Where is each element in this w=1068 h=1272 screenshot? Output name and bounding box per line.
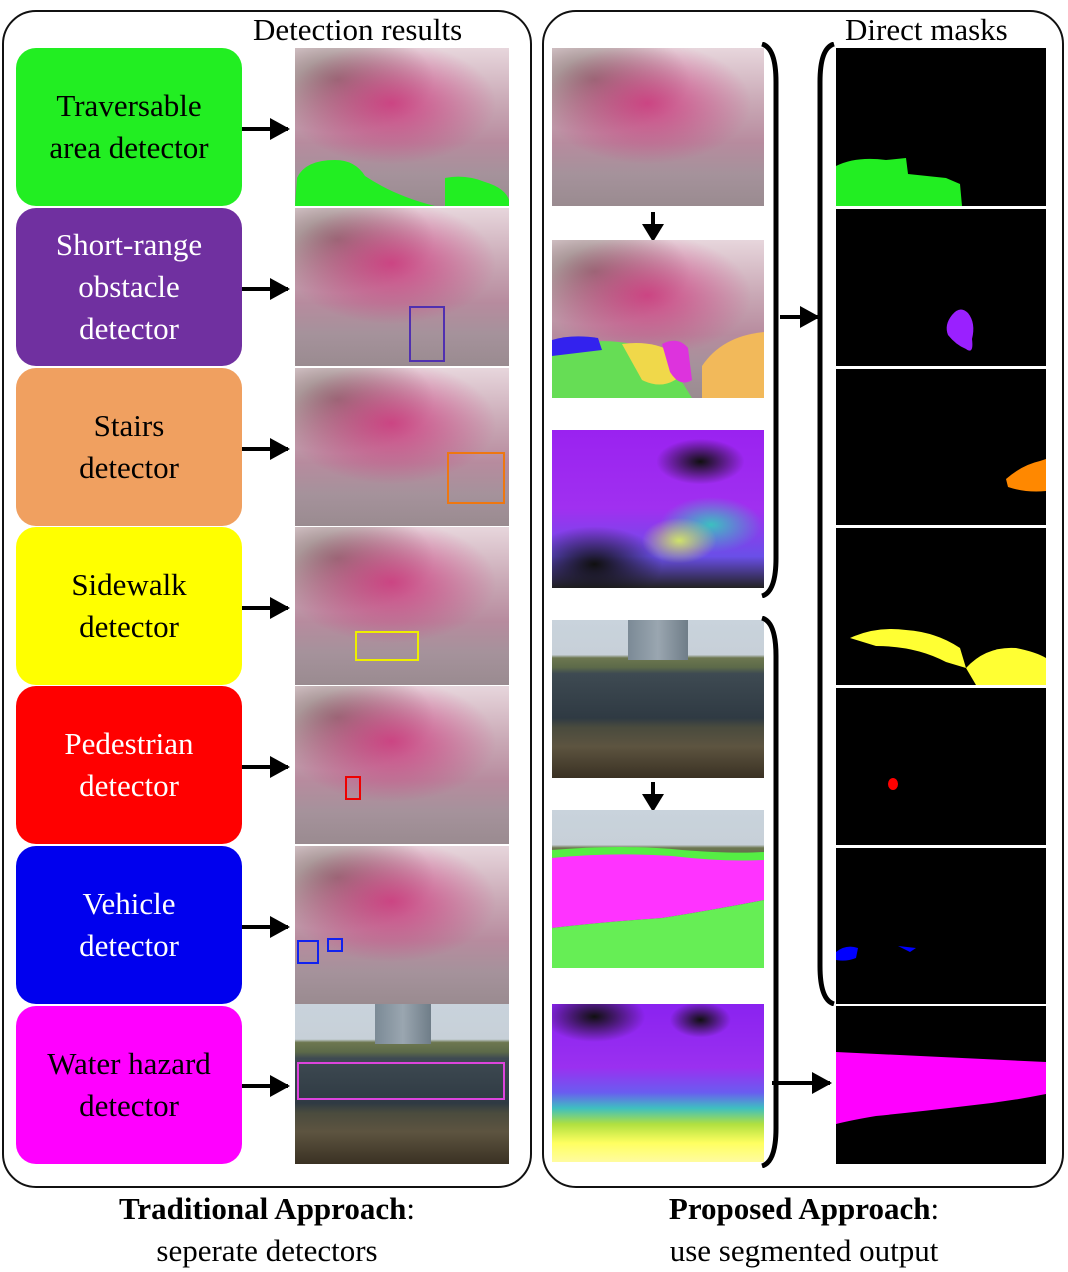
segmented-lake-image bbox=[552, 810, 764, 968]
arrow-down-lake bbox=[642, 782, 664, 812]
stairs-mask bbox=[836, 369, 1046, 525]
arrow-vehicle bbox=[242, 916, 290, 938]
vehicle-bounding-box-1 bbox=[297, 940, 319, 964]
sidewalk-detector: Sidewalk detector bbox=[16, 527, 242, 685]
pedestrian-result-image bbox=[295, 686, 509, 844]
water-bounding-box bbox=[297, 1062, 505, 1100]
sidewalk-bounding-box bbox=[355, 631, 419, 661]
arrow-to-masks bbox=[780, 306, 820, 328]
segmented-street-image bbox=[552, 240, 764, 398]
arrow-down-street bbox=[642, 212, 664, 242]
masks-group-bracket bbox=[817, 42, 835, 1006]
traditional-approach-label: Traditional Approach bbox=[118, 1191, 407, 1226]
arrow-sidewalk bbox=[242, 597, 290, 619]
sidewalk-result-image bbox=[295, 527, 509, 685]
traversable-mask bbox=[836, 48, 1046, 206]
traditional-approach-panel bbox=[2, 10, 532, 1188]
arrow-obstacle bbox=[242, 278, 290, 300]
stairs-detector: Stairs detector bbox=[16, 368, 242, 526]
input-street-image bbox=[552, 48, 764, 206]
pedestrian-mask bbox=[836, 688, 1046, 845]
pedestrian-detector: Pedestrian detector bbox=[16, 686, 242, 844]
depth-street-image bbox=[552, 430, 764, 588]
obstacle-mask bbox=[836, 209, 1046, 366]
short-range-obstacle-detector: Short-range obstacle detector bbox=[16, 208, 242, 366]
arrow-pedestrian bbox=[242, 756, 290, 778]
arrow-water bbox=[242, 1075, 290, 1097]
stairs-bounding-box bbox=[447, 452, 505, 504]
stairs-result-image bbox=[295, 368, 509, 526]
proposed-approach-panel bbox=[542, 10, 1064, 1188]
proposed-approach-label: Proposed Approach bbox=[668, 1191, 931, 1226]
arrow-to-water-mask bbox=[772, 1072, 832, 1094]
vehicle-detector: Vehicle detector bbox=[16, 846, 242, 1004]
water-result-image bbox=[295, 1004, 509, 1164]
vehicle-mask bbox=[836, 848, 1046, 1004]
vehicle-result-image bbox=[295, 846, 509, 1004]
segmented-output-label: use segmented output bbox=[669, 1232, 939, 1268]
street-group-bracket bbox=[761, 42, 779, 598]
obstacle-result-image bbox=[295, 208, 509, 366]
traditional-approach-caption: Traditional Approach: seperate detectors bbox=[0, 1188, 534, 1272]
direct-masks-title: Direct masks bbox=[845, 12, 1008, 47]
water-hazard-detector: Water hazard detector bbox=[16, 1006, 242, 1164]
obstacle-bounding-box bbox=[409, 306, 445, 362]
lake-group-bracket bbox=[761, 616, 779, 1168]
pedestrian-bounding-box bbox=[345, 776, 361, 800]
arrow-traversable bbox=[242, 118, 290, 140]
water-mask bbox=[836, 1006, 1046, 1164]
input-lake-image bbox=[552, 620, 764, 778]
arrow-stairs bbox=[242, 438, 290, 460]
traversable-result-image bbox=[295, 48, 509, 206]
depth-lake-image bbox=[552, 1004, 764, 1162]
detection-results-title: Detection results bbox=[253, 12, 463, 47]
vehicle-bounding-box-2 bbox=[327, 938, 343, 952]
traversable-area-detector: Traversable area detector bbox=[16, 48, 242, 206]
separate-detectors-label: seperate detectors bbox=[156, 1232, 378, 1268]
sidewalk-mask bbox=[836, 528, 1046, 685]
proposed-approach-caption: Proposed Approach: use segmented output bbox=[540, 1188, 1068, 1272]
